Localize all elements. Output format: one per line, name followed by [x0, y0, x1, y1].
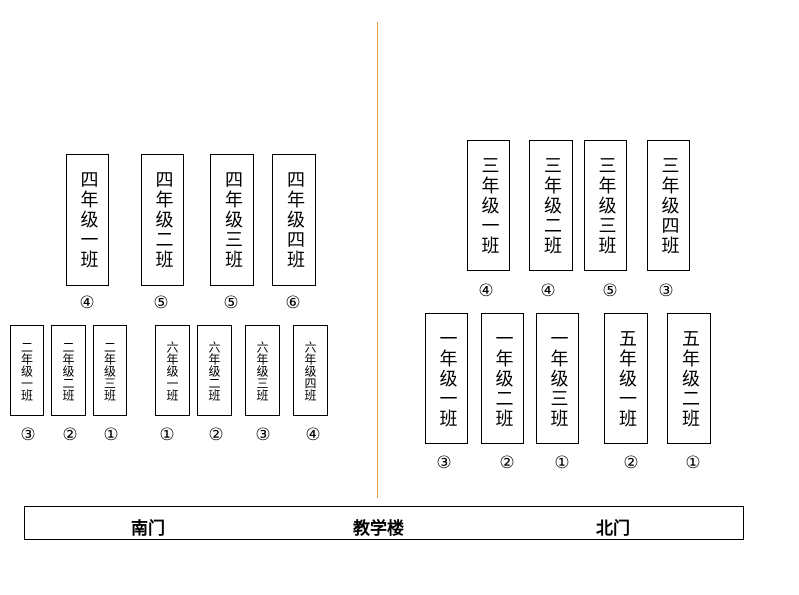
order-number: ④ [305, 425, 321, 445]
class-box-3-2: 三年级二班 [529, 140, 573, 271]
class-box-6-2: 六年级二班 [197, 325, 232, 416]
order-number: ③ [658, 281, 674, 301]
order-number: ③ [255, 425, 271, 445]
order-number: ① [685, 453, 701, 473]
class-label: 三年级一班 [478, 155, 500, 256]
class-box-6-1: 六年级一班 [155, 325, 190, 416]
class-box-4-2: 四年级二班 [141, 154, 184, 286]
north-gate-label: 北门 [596, 519, 630, 539]
class-label: 二年级二班 [61, 340, 75, 401]
class-box-2-3: 二年级三班 [93, 325, 127, 416]
center-divider-line [377, 22, 378, 498]
class-box-6-3: 六年级三班 [245, 325, 280, 416]
class-box-5-1: 五年级一班 [604, 313, 648, 444]
order-number: ② [623, 453, 639, 473]
class-label: 六年级一班 [165, 340, 179, 401]
class-box-6-4: 六年级四班 [293, 325, 328, 416]
building-name-label: 教学楼 [353, 519, 404, 539]
order-number: ⑥ [285, 293, 301, 313]
class-label: 五年级一班 [616, 328, 637, 429]
class-label: 三年级二班 [541, 155, 562, 256]
class-label: 五年级二班 [679, 328, 700, 429]
class-label: 一年级一班 [436, 328, 458, 429]
order-number: ⑤ [602, 281, 618, 301]
order-number: ① [103, 425, 119, 445]
class-box-1-1: 一年级一班 [425, 313, 468, 444]
class-box-2-1: 二年级一班 [10, 325, 44, 416]
class-box-4-3: 四年级三班 [210, 154, 254, 286]
order-number: ② [208, 425, 224, 445]
class-box-5-2: 五年级二班 [667, 313, 711, 444]
class-label: 二年级一班 [19, 340, 34, 401]
order-number: ④ [478, 281, 494, 301]
order-number: ③ [436, 453, 452, 473]
class-label: 四年级三班 [222, 170, 243, 270]
class-label: 六年级四班 [303, 340, 317, 401]
order-number: ④ [540, 281, 556, 301]
teaching-building-bar: 南门 教学楼 北门 [24, 506, 744, 540]
class-label: 三年级三班 [595, 155, 617, 256]
class-label: 六年级三班 [255, 340, 269, 401]
class-box-3-3: 三年级三班 [584, 140, 627, 271]
class-box-2-2: 二年级二班 [51, 325, 86, 416]
order-number: ④ [79, 293, 95, 313]
class-box-3-1: 三年级一班 [467, 140, 510, 271]
order-number: ② [499, 453, 515, 473]
class-label: 三年级四班 [658, 155, 680, 256]
class-box-4-1: 四年级一班 [66, 154, 109, 286]
south-gate-label: 南门 [131, 519, 165, 539]
class-box-1-2: 一年级二班 [481, 313, 524, 444]
class-box-3-4: 三年级四班 [647, 140, 690, 271]
class-label: 四年级二班 [152, 170, 174, 270]
class-label: 一年级三班 [547, 328, 569, 429]
class-box-1-3: 一年级三班 [536, 313, 579, 444]
order-number: ② [62, 425, 78, 445]
order-number: ⑤ [153, 293, 169, 313]
class-label: 一年级二班 [492, 328, 514, 429]
class-label: 六年级二班 [207, 340, 221, 401]
class-box-4-4: 四年级四班 [272, 154, 316, 286]
order-number: ① [159, 425, 175, 445]
class-label: 四年级一班 [77, 170, 99, 270]
class-label: 二年级三班 [102, 340, 117, 401]
order-number: ① [554, 453, 570, 473]
order-number: ⑤ [223, 293, 239, 313]
order-number: ③ [20, 425, 36, 445]
class-label: 四年级四班 [284, 170, 305, 270]
